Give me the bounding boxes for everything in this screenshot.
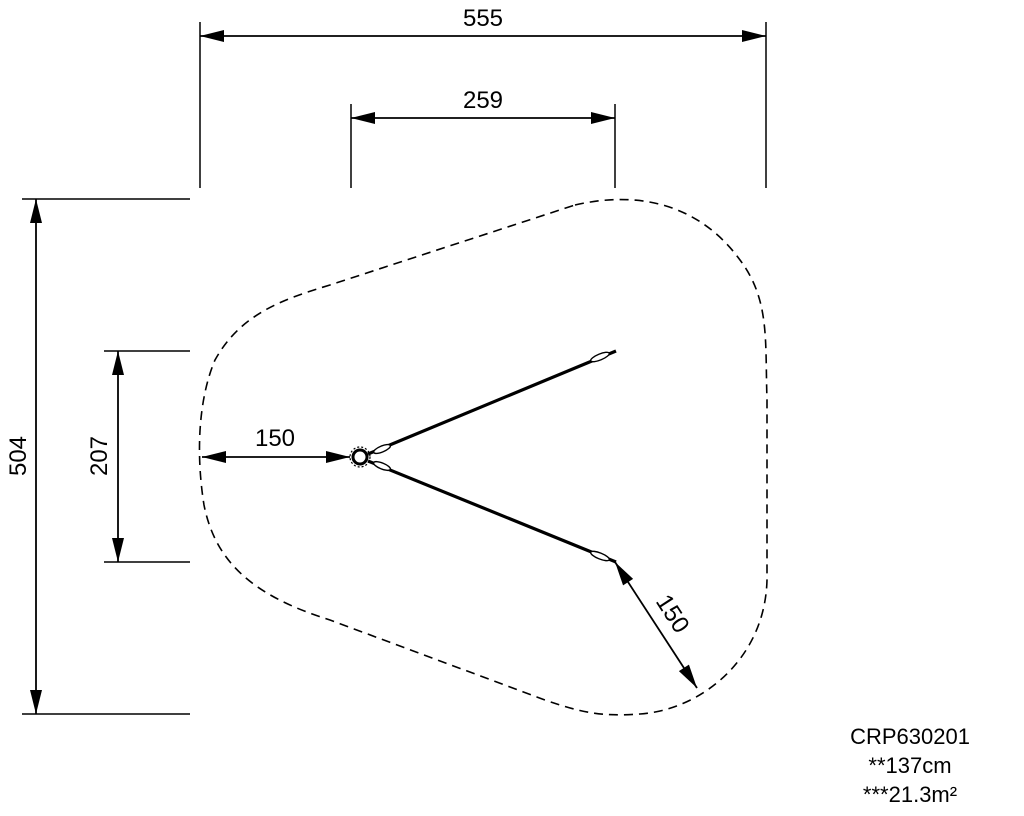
end-clearance-dimension-line xyxy=(614,561,698,689)
end-clearance-label: 150 xyxy=(650,590,694,638)
lower-arm xyxy=(367,459,617,564)
equipment-plan-view xyxy=(349,349,617,564)
safety-zone-outline xyxy=(198,198,768,716)
safety-area: ***21.3m² xyxy=(862,782,958,807)
inner-width-label: 259 xyxy=(463,87,503,114)
arm-end-fitting xyxy=(589,351,611,363)
overall-width-label: 555 xyxy=(463,5,503,32)
overall-depth-label: 504 xyxy=(5,436,32,476)
arm-joint-fitting xyxy=(372,443,392,455)
left-clearance-label: 150 xyxy=(255,425,295,452)
inner-depth-label: 207 xyxy=(86,436,113,476)
free-fall-height: **137cm xyxy=(868,753,952,778)
upper-arm xyxy=(367,349,617,456)
arm-joint-fitting xyxy=(372,460,392,472)
arm-end-fitting xyxy=(589,550,611,562)
central-hub-detail xyxy=(349,446,371,468)
product-info: CRP630201 **137cm ***21.3m² xyxy=(800,722,1020,809)
product-code: CRP630201 xyxy=(850,724,970,749)
central-hub xyxy=(351,448,369,466)
